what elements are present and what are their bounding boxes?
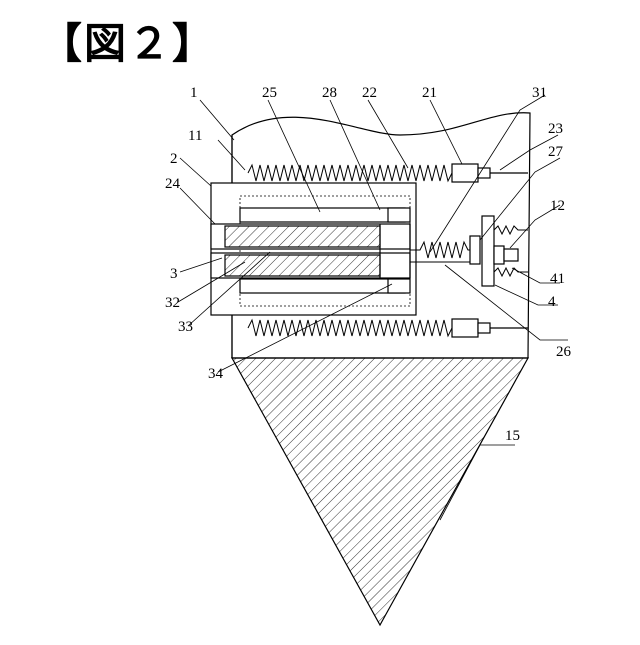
label-4: 4: [548, 294, 556, 310]
label-32: 32: [165, 295, 180, 311]
figure-title: 【図２】: [40, 10, 216, 71]
spring-cap-27: [470, 236, 480, 264]
label-2: 2: [170, 151, 178, 167]
label-26: 26: [556, 344, 572, 360]
label-33: 33: [178, 319, 193, 335]
label-41: 41: [550, 271, 565, 287]
label-31: 31: [532, 85, 547, 101]
label-15: 15: [505, 428, 520, 444]
stub-12: [494, 246, 518, 264]
label-11: 11: [188, 128, 202, 144]
label-21: 21: [422, 85, 437, 101]
pointed-base-15: [232, 358, 528, 625]
plate-lower: [240, 279, 410, 293]
label-28: 28: [322, 85, 337, 101]
label-34: 34: [208, 366, 224, 382]
label-25: 25: [262, 85, 277, 101]
label-24: 24: [165, 176, 181, 192]
plate-4: [482, 216, 494, 286]
label-1: 1: [190, 85, 198, 101]
plate-25: [240, 208, 410, 222]
label-22: 22: [362, 85, 377, 101]
label-23: 23: [548, 121, 563, 137]
label-27: 27: [548, 144, 564, 160]
label-12: 12: [550, 198, 565, 214]
label-3: 3: [170, 266, 178, 282]
